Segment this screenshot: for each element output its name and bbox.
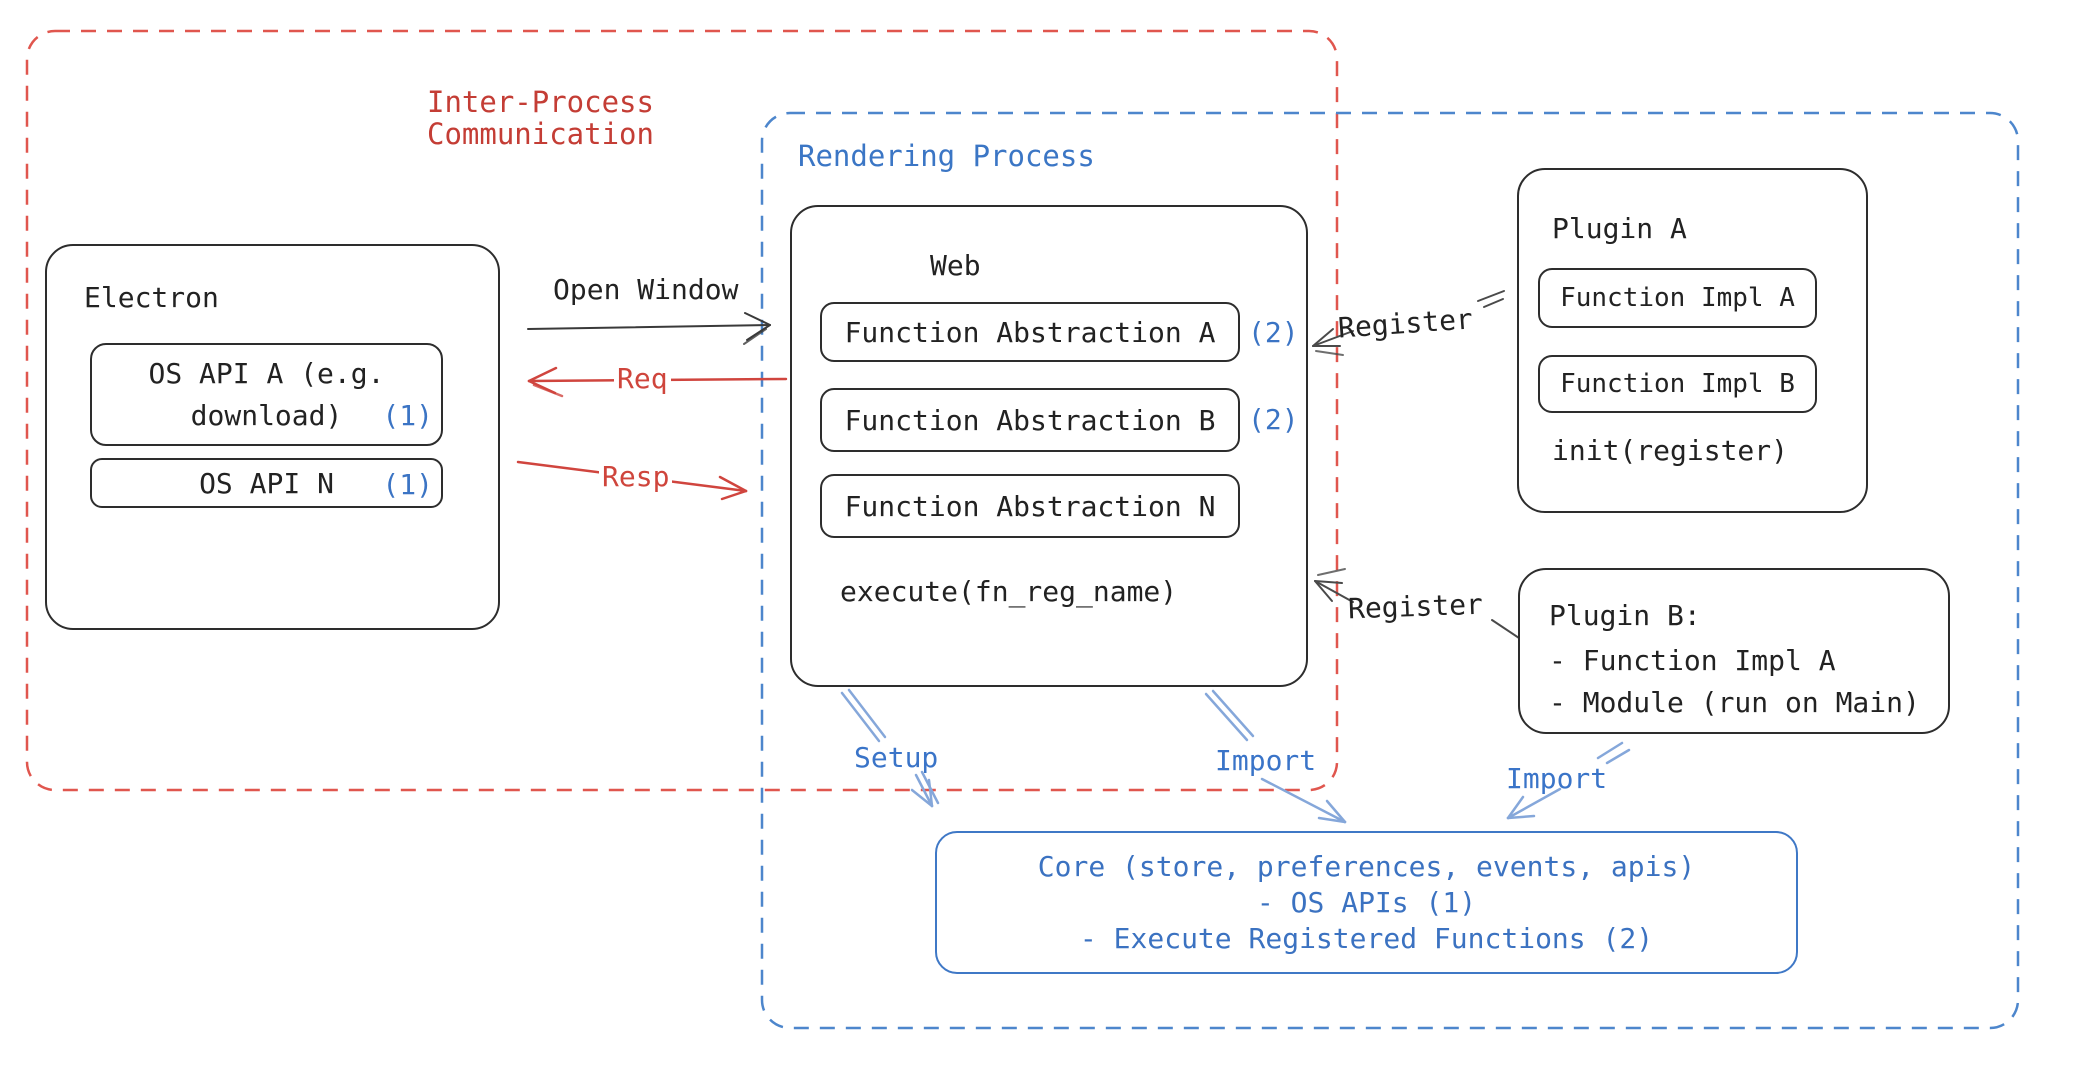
import-1-arrow (1204, 689, 1347, 824)
function-impl-a-box: Function Impl A (1538, 268, 1817, 328)
req-label: Req (614, 365, 671, 393)
plugin-b-title: Plugin B: (1549, 599, 1701, 632)
execute-call-label: execute(fn_reg_name) (840, 575, 1178, 608)
register-2-label: Register (1347, 587, 1484, 626)
plugin-a-title: Plugin A (1552, 212, 1687, 245)
resp-label: Resp (599, 463, 673, 491)
plugin-b-item-2: - Module (run on Main) (1549, 686, 1920, 719)
os-api-a-box: OS API A (e.g. download) (1) (90, 343, 443, 446)
open-window-arrow (527, 312, 771, 345)
os-api-a-line2: download) (190, 399, 343, 432)
core-line-2: - OS APIs (1) (1256, 885, 1477, 919)
rendering-process-dashed-border (760, 111, 2020, 1030)
electron-box (45, 244, 500, 630)
function-abstraction-b-box: Function Abstraction B (820, 388, 1240, 452)
plugin-b-item-1: - Function Impl A (1549, 644, 1836, 677)
function-abstraction-a-number: (2) (1248, 316, 1299, 349)
function-abstraction-a-box: Function Abstraction A (820, 302, 1240, 362)
os-api-n-box: OS API N (1) (90, 458, 443, 508)
core-line-1: Core (store, preferences, events, apis) (1037, 849, 1696, 883)
function-abstraction-a-label: Function Abstraction A (844, 315, 1216, 349)
os-api-a-line1: OS API A (e.g. (148, 357, 385, 390)
function-abstraction-n-label: Function Abstraction N (844, 489, 1216, 523)
core-line-3: - Execute Registered Functions (2) (1079, 921, 1654, 955)
setup-label: Setup (854, 741, 939, 774)
import-2-label: Import (1506, 762, 1608, 795)
import-2-arrow (1506, 741, 1631, 820)
ipc-dashed-border (25, 29, 1339, 792)
web-title: Web (930, 249, 981, 282)
import-1-label: Import (1215, 744, 1317, 777)
ipc-label: Inter-Process Communication (427, 86, 654, 150)
core-box: Core (store, preferences, events, apis) … (935, 831, 1798, 974)
register-2-arrow (1314, 568, 1520, 639)
function-impl-b-box: Function Impl B (1538, 355, 1817, 413)
ipc-label-line2: Communication (427, 117, 654, 151)
plugin-a-box (1517, 168, 1868, 513)
function-abstraction-b-number: (2) (1248, 403, 1299, 436)
plugin-a-init-label: init(register) (1552, 434, 1789, 467)
rendering-process-label: Rendering Process (798, 139, 1095, 173)
function-abstraction-n-box: Function Abstraction N (820, 474, 1240, 538)
os-api-a-number: (1) (382, 399, 433, 432)
os-api-n-label: OS API N (199, 466, 334, 500)
plugin-b-box: Plugin B: - Function Impl A - Module (ru… (1518, 568, 1950, 734)
electron-title: Electron (84, 281, 219, 314)
os-api-n-number: (1) (382, 468, 433, 501)
ipc-label-line1: Inter-Process (427, 85, 654, 119)
function-impl-a-label: Function Impl A (1560, 283, 1795, 313)
function-abstraction-b-label: Function Abstraction B (844, 403, 1216, 437)
register-1-arrow (1312, 290, 1505, 356)
web-box (790, 205, 1308, 687)
setup-arrow (840, 688, 940, 808)
open-window-label: Open Window (553, 273, 739, 306)
function-impl-b-label: Function Impl B (1560, 369, 1795, 399)
